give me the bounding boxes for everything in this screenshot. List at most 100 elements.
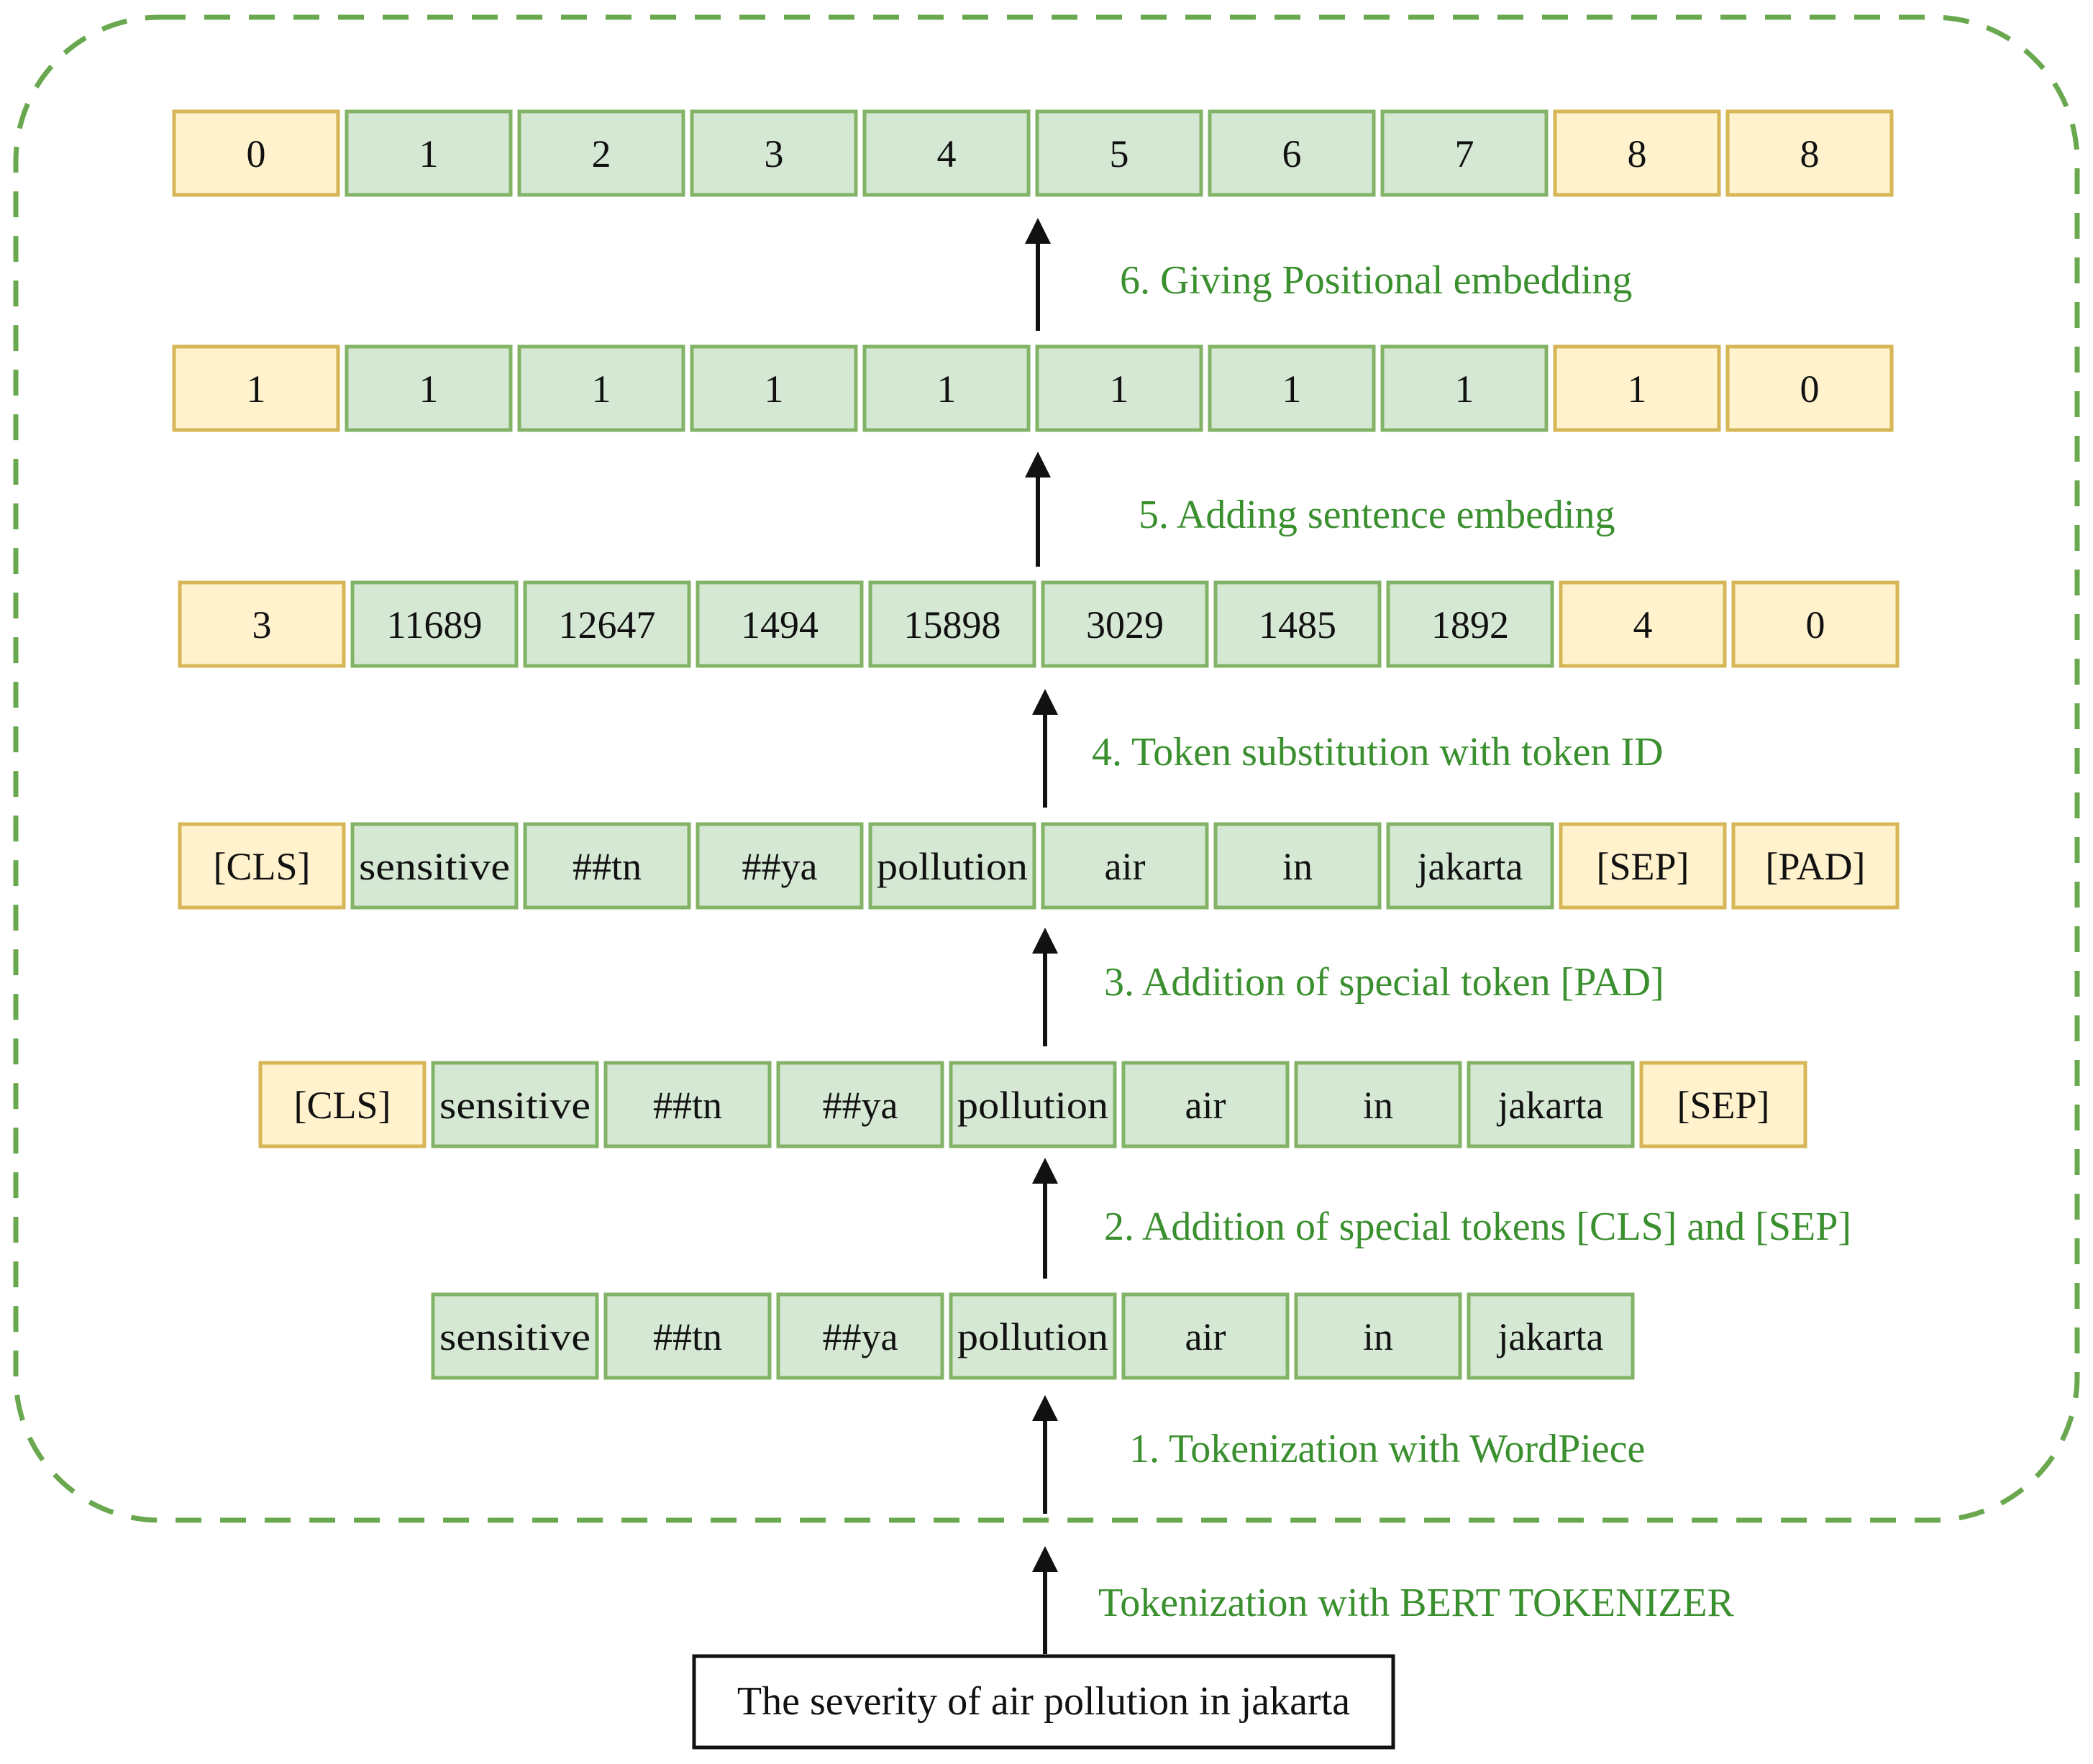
step-label-5: 5. Adding sentence embeding <box>1139 493 1615 537</box>
token-box <box>523 822 691 910</box>
tokenizer-label: Tokenization with BERT TOKENIZER <box>1098 1581 1735 1625</box>
token-label: 1 <box>419 132 439 175</box>
token-label: pollution <box>957 1315 1108 1358</box>
token-label: 4 <box>937 132 957 175</box>
special-token-box <box>1559 580 1727 668</box>
token-box <box>862 344 1031 432</box>
token-box <box>1121 1061 1290 1148</box>
token-box <box>1035 109 1203 197</box>
token-label: 1 <box>937 367 957 411</box>
special-token-box <box>178 822 346 910</box>
arrow-head-icon <box>1032 1546 1058 1572</box>
token-label: air <box>1105 845 1146 888</box>
token-box <box>1467 1061 1635 1148</box>
token-label: jakarta <box>1497 1315 1604 1358</box>
token-label: sensitive <box>439 1084 590 1127</box>
token-label: 3 <box>765 132 784 175</box>
token-label: 1 <box>592 367 611 411</box>
arrow-head-icon <box>1025 218 1051 244</box>
token-label: ##tn <box>653 1315 722 1358</box>
token-box <box>350 580 519 668</box>
token-label: in <box>1282 845 1313 888</box>
special-token-box <box>1731 822 1900 910</box>
token-box <box>345 344 513 432</box>
special-token-box <box>258 1061 427 1148</box>
token-label: [CLS] <box>294 1084 391 1127</box>
special-token-box <box>172 344 340 432</box>
token-label: [CLS] <box>214 845 311 888</box>
token-label: 15898 <box>904 603 1001 646</box>
token-box <box>868 822 1036 910</box>
special-token-box <box>1639 1061 1807 1148</box>
token-box <box>431 1292 599 1380</box>
token-label: in <box>1363 1315 1393 1358</box>
input-sentence: The severity of air pollution in jakarta <box>737 1679 1350 1724</box>
token-label: 1 <box>247 367 266 411</box>
step-label-4: 4. Token substitution with token ID <box>1092 730 1664 774</box>
token-label: 0 <box>1800 367 1820 411</box>
token-label: jakarta <box>1416 845 1523 888</box>
token-label: 5 <box>1110 132 1129 175</box>
token-box <box>776 1061 944 1148</box>
step-label-2: 2. Addition of special tokens [CLS] and … <box>1104 1205 1851 1249</box>
token-label: 1 <box>1282 367 1302 411</box>
special-token-box <box>1559 822 1727 910</box>
token-label: 8 <box>1628 132 1647 175</box>
token-label: 1 <box>419 367 439 411</box>
step-label-6: 6. Giving Positional embedding <box>1120 258 1632 303</box>
token-box <box>1041 580 1209 668</box>
token-box <box>696 580 864 668</box>
token-box <box>1213 822 1382 910</box>
token-box <box>949 1061 1117 1148</box>
token-label: 4 <box>1633 603 1653 646</box>
token-label: 6 <box>1282 132 1302 175</box>
special-token-box <box>1725 344 1894 432</box>
token-label: 12647 <box>559 603 656 646</box>
token-label: 8 <box>1800 132 1820 175</box>
token-label: 1 <box>1455 367 1474 411</box>
token-box <box>1294 1292 1462 1380</box>
special-token-box <box>1731 580 1900 668</box>
token-label: 3 <box>252 603 272 646</box>
token-label: 0 <box>1806 603 1825 646</box>
token-box <box>603 1292 772 1380</box>
token-box <box>345 109 513 197</box>
token-box <box>1380 344 1549 432</box>
step-label-3: 3. Addition of special token [PAD] <box>1104 960 1664 1005</box>
token-box <box>1041 822 1209 910</box>
token-label: 7 <box>1455 132 1474 175</box>
token-box <box>523 580 691 668</box>
token-box <box>776 1292 944 1380</box>
token-label: ##ya <box>823 1084 898 1127</box>
token-box <box>431 1061 599 1148</box>
token-label: [SEP] <box>1596 845 1689 888</box>
arrow-head-icon <box>1025 452 1051 477</box>
token-label: ##tn <box>653 1084 722 1127</box>
token-label: jakarta <box>1497 1084 1604 1127</box>
token-label: 1494 <box>741 603 818 646</box>
token-box <box>696 822 864 910</box>
arrow-head-icon <box>1032 1395 1058 1421</box>
arrow-head-icon <box>1032 689 1058 715</box>
special-token-box <box>1553 109 1721 197</box>
token-box <box>1213 580 1382 668</box>
token-box <box>1208 344 1376 432</box>
token-label: 1892 <box>1431 603 1509 646</box>
token-label: pollution <box>957 1084 1108 1127</box>
token-box <box>1467 1292 1635 1380</box>
token-label: 1 <box>1110 367 1129 411</box>
token-box <box>949 1292 1117 1380</box>
token-label: sensitive <box>359 845 510 888</box>
token-box <box>868 580 1036 668</box>
token-label: 1 <box>765 367 784 411</box>
dashed-container <box>13 14 2080 1523</box>
token-box <box>1386 580 1554 668</box>
token-box <box>862 109 1031 197</box>
token-box <box>1035 344 1203 432</box>
token-label: [SEP] <box>1677 1084 1769 1127</box>
